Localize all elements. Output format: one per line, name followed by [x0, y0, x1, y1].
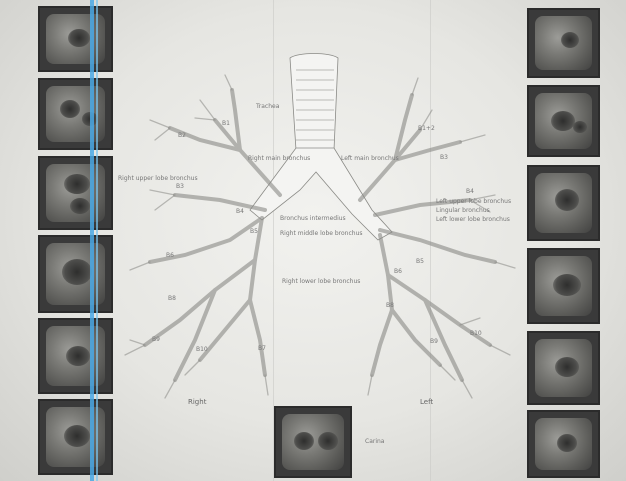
label-right-main-bronchus: Right main bronchus	[248, 155, 310, 162]
segment-label: B3	[440, 154, 448, 161]
segment-label: B3	[176, 183, 184, 190]
trachea	[290, 54, 338, 151]
segment-label: B6	[166, 252, 174, 259]
label-left: Left	[420, 398, 433, 406]
label-right-upper-lobe-bronchus: Right upper lobe bronchus	[118, 175, 198, 182]
segment-label: B5	[250, 228, 258, 235]
label-left-main-bronchus: Left main bronchus	[341, 155, 399, 162]
label-trachea: Trachea	[256, 103, 279, 110]
segment-label: B10	[196, 346, 208, 353]
segment-label: B4	[236, 208, 244, 215]
segment-label: B1+2	[418, 125, 435, 132]
label-right-middle-lobe-bronchus: Right middle lobe bronchus	[280, 230, 363, 237]
segment-label: B8	[168, 295, 176, 302]
segment-label: B4	[466, 188, 474, 195]
segment-label: B8	[386, 302, 394, 309]
label-left-lower-lobe-bronchus: Left lower lobe bronchus	[436, 216, 510, 223]
label-right: Right	[188, 398, 206, 406]
label-lingular-bronchus: Lingular bronchus	[436, 207, 490, 214]
label-carina: Carina	[365, 438, 384, 445]
label-bronchus-intermedius: Bronchus intermedius	[280, 215, 346, 222]
label-left-upper-lobe-bronchus: Left upper lobe bronchus	[436, 198, 511, 205]
segment-label: B7	[258, 345, 266, 352]
segment-label: B1	[222, 120, 230, 127]
segment-label: B9	[430, 338, 438, 345]
segment-label: B2	[178, 132, 186, 139]
segment-label: B6	[394, 268, 402, 275]
segment-label: B10	[470, 330, 482, 337]
label-right-lower-lobe-bronchus: Right lower lobe bronchus	[282, 278, 360, 285]
segment-label: B5	[416, 258, 424, 265]
segment-label: B9	[152, 336, 160, 343]
